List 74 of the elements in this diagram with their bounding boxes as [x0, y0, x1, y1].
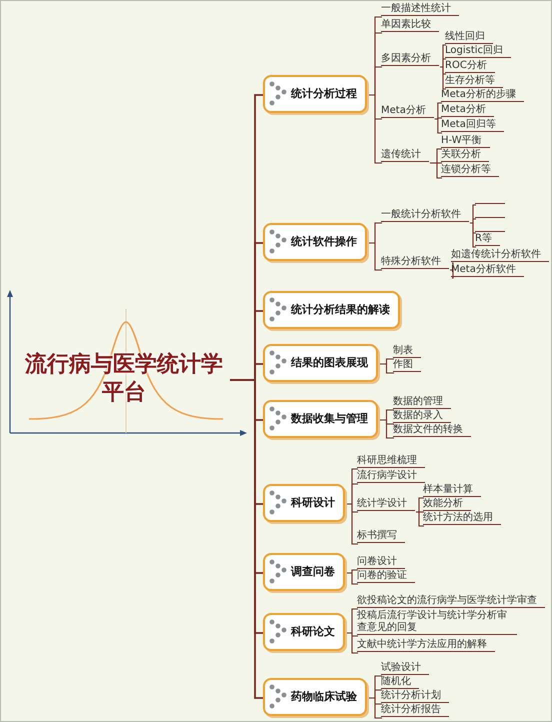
subtopic-label: 欲投稿论文的流行病学与医学统计学审查: [357, 595, 545, 608]
branch-connector: [470, 218, 476, 224]
branch-connector: [434, 102, 442, 120]
topic-label: 统计软件操作: [291, 234, 357, 250]
topic-label: 统计分析结果的解读: [291, 302, 390, 318]
subtopic-label: Meta分析: [441, 104, 494, 117]
branch-connector: [440, 58, 446, 68]
subtopic-label: 试验设计: [381, 662, 429, 675]
subtopic-label: 数据的录入: [393, 410, 451, 423]
subtopic-label: 效能分析: [423, 498, 471, 511]
subtopic-label: ROC分析: [445, 60, 495, 73]
subtopic-label: 流行病学设计: [357, 470, 425, 483]
subtopic-label: 制表: [393, 345, 421, 358]
branch-connector: [379, 363, 394, 374]
subtopic-label: 特殊分析软件: [381, 256, 449, 269]
subtopic-label: 一般统计分析软件: [381, 209, 469, 222]
topic-label: 调查问卷: [291, 564, 335, 580]
subtopic-label: Meta回归等: [441, 119, 504, 132]
topic-label: 统计分析过程: [291, 86, 357, 102]
branch-connector: [346, 503, 358, 545]
branch-connector: [434, 117, 442, 120]
subtopic-label: 问卷设计: [357, 556, 405, 569]
subtopic-label: H-W平衡: [441, 135, 490, 148]
topic-box: [263, 553, 345, 591]
subtopic-label: 一般描述性统计: [381, 3, 459, 16]
subtopic-label: 连锁分析等: [441, 164, 499, 177]
subtopic-label: 统计分析报告: [381, 704, 449, 717]
subtopic-label: 样本量计算: [423, 484, 481, 497]
subtopic-label: 科研思维梳理: [357, 455, 425, 468]
subtopic-label: 数据文件的转换: [393, 424, 471, 437]
branch-connector: [470, 222, 476, 248]
subtopic-label: Meta分析的步骤: [441, 89, 524, 102]
subtopic-label: 生存分析等: [445, 75, 503, 88]
subtopic-label: Meta分析: [381, 105, 434, 118]
subtopic-label: 随机化: [381, 676, 419, 689]
topic-label: 数据收集与管理: [291, 410, 368, 427]
topic-box: [263, 678, 367, 716]
topic-label: 结果的图表展现: [291, 354, 368, 371]
subtopic-label: 关联分析: [441, 149, 489, 162]
branch-connector: [416, 497, 424, 513]
topic-box: [263, 344, 378, 382]
subtopic-label: 投稿后流行学设计与统计学分析审查意见的回复: [357, 610, 517, 635]
subtopic-label: 标书撰写: [357, 530, 405, 543]
branch-connector: [416, 511, 424, 527]
topic-box: [263, 291, 400, 329]
branch-connector: [346, 632, 358, 654]
topic-box: [263, 484, 345, 522]
subtopic-label: 遗传统计: [381, 149, 429, 162]
subtopic-label: 多因素分析: [381, 53, 439, 66]
subtopic-label: 问卷的验证: [357, 570, 415, 583]
subtopic-label: R等: [475, 233, 500, 246]
branch-connector: [230, 379, 264, 699]
subtopic-label: 统计分析计划: [381, 690, 449, 703]
subtopic-label: 线性回归: [445, 31, 493, 44]
topic-box: [263, 223, 367, 261]
subtopic-label: 如遗传统计分析软件: [451, 249, 549, 262]
topic-label: 科研设计: [291, 494, 335, 511]
subtopic-label: 统计学设计: [357, 498, 415, 511]
topic-box: [263, 75, 367, 113]
subtopic-label: 作图: [393, 359, 421, 372]
branch-connector: [440, 66, 446, 90]
topic-label: 药物临床试验: [291, 688, 357, 705]
branch-connector: [379, 419, 394, 439]
topic-box: [263, 613, 345, 651]
branch-connector: [434, 118, 442, 134]
topic-label: 科研论文: [291, 624, 335, 640]
branch-connector: [346, 572, 358, 585]
branch-connector: [430, 162, 442, 179]
subtopic-label: 单因素比较: [381, 19, 439, 32]
subtopic-label: 数据的管理: [393, 396, 451, 409]
subtopic-label: 统计方法的选用: [423, 512, 501, 525]
subtopic-label: 文献中统计学方法应用的解释: [357, 639, 495, 652]
subtopic-label: Logistic回归: [445, 45, 512, 58]
topic-box: [263, 400, 378, 438]
